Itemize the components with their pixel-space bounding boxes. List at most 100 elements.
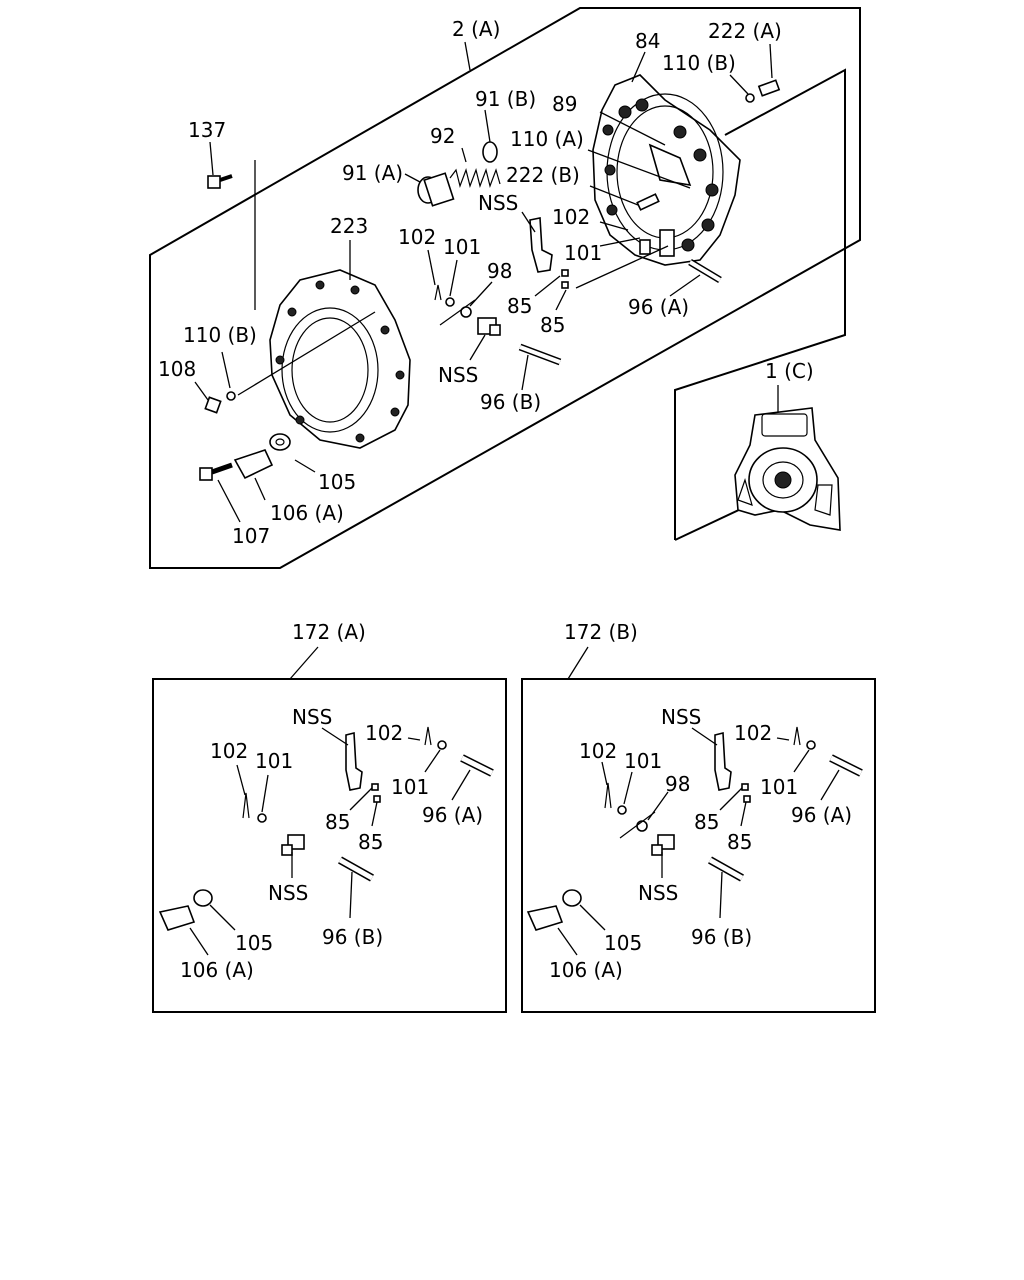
- kit-a-leader-85-b: [371, 801, 378, 827]
- kit-a-label-96b: 96 (B): [322, 925, 383, 949]
- label-101-center: 101: [443, 235, 481, 259]
- nut-108: [204, 396, 222, 414]
- kit-b-lever-nss: [714, 731, 732, 791]
- nut-105: [269, 433, 291, 451]
- kit-b-label-102-left: 102: [579, 739, 617, 763]
- leader-101-right: [599, 237, 641, 247]
- label-96a: 96 (A): [628, 295, 689, 319]
- yoke-nss-lower: [477, 317, 501, 336]
- leader-110b-left: [237, 311, 376, 396]
- kit-a-leader-85-a: [349, 787, 373, 811]
- label-91b: 91 (B): [475, 87, 536, 111]
- kit-b-plate-106a: [526, 905, 564, 931]
- leader-222a: [769, 43, 773, 79]
- kit-b-label-106a: 106 (A): [549, 958, 623, 982]
- label-nss-upper: NSS: [478, 191, 518, 215]
- kit-a-leader-101-left: [261, 774, 269, 813]
- label-96b: 96 (B): [480, 390, 541, 414]
- leader-main: [464, 41, 471, 71]
- leader-kit-a: [289, 646, 319, 680]
- kit-b-pin-85-a: [741, 783, 749, 791]
- leader-89: [599, 111, 666, 146]
- leader-106a: [254, 477, 266, 501]
- washer-101: [445, 297, 455, 307]
- leader-84: [631, 51, 646, 83]
- kit-b-label-105: 105: [604, 931, 642, 955]
- kit-a-label-nss-lower: NSS: [268, 881, 308, 905]
- kit-a-cotter-102-right: [424, 726, 432, 746]
- disc-assembly-label: 1 (C): [765, 359, 814, 383]
- kit-b-pin-96b: [708, 856, 744, 882]
- leader-222b: [589, 185, 639, 206]
- kit-b-spring-98: [619, 811, 656, 839]
- spring-98: [439, 299, 476, 326]
- kit-b-label: 172 (B): [564, 620, 638, 644]
- kit-a-label-102-left: 102: [210, 739, 248, 763]
- label-84: 84: [635, 29, 660, 53]
- pin-96b: [518, 343, 562, 366]
- lever-nss-upper: [529, 217, 553, 273]
- label-108: 108: [158, 357, 196, 381]
- label-102-center: 102: [398, 225, 436, 249]
- leader-nss-upper: [521, 211, 536, 233]
- ring-91b: [482, 141, 498, 163]
- kit-a-leader-102-right: [407, 737, 421, 741]
- kit-b-pin-85-b: [743, 795, 751, 803]
- label-85-a: 85: [507, 294, 532, 318]
- kit-b-leader-102-left: [601, 761, 608, 786]
- label-85-b: 85: [540, 313, 565, 337]
- label-98: 98: [487, 259, 512, 283]
- leader-85-b: [555, 289, 567, 311]
- kit-b-leader-106a: [557, 927, 578, 956]
- label-89: 89: [552, 92, 577, 116]
- kit-a-pin-96a: [460, 754, 494, 777]
- housing-223-drawing: [269, 269, 411, 449]
- leader-102-center: [427, 249, 436, 286]
- pin-85-b: [561, 281, 569, 289]
- kit-b-leader-nss: [691, 727, 718, 746]
- leader-107: [217, 479, 241, 523]
- label-106a: 106 (A): [270, 501, 344, 525]
- leader-102-right: [599, 221, 629, 231]
- kit-b-leader-85-a: [719, 787, 743, 811]
- kit-b-frame: [521, 678, 876, 1013]
- kit-b-leader-101-right: [793, 749, 810, 773]
- label-101-right: 101: [564, 241, 602, 265]
- kit-b-nut-105: [562, 889, 582, 907]
- leader-110a: [587, 149, 691, 189]
- kit-a-leader-106a: [189, 927, 209, 956]
- kit-a-label-85-a: 85: [325, 810, 350, 834]
- pressure-plate-drawing: [592, 74, 741, 266]
- leader-110b-top: [729, 74, 749, 95]
- clutch-disc-drawing: [734, 407, 841, 531]
- disc-frame: [674, 68, 846, 540]
- leader-101-center: [449, 259, 458, 297]
- kit-b-cotter-102-left: [604, 782, 612, 809]
- leader-110b-left-label: [221, 351, 231, 389]
- kit-a-pin-85-b: [373, 795, 381, 803]
- kit-b-label-96b: 96 (B): [691, 925, 752, 949]
- kit-a-cotter-102-left: [242, 792, 250, 819]
- kit-a-leader-102-left: [236, 764, 246, 796]
- leader-91b: [484, 109, 491, 143]
- kit-a-pin-96b: [338, 856, 374, 882]
- kit-b-label-85-a: 85: [694, 810, 719, 834]
- kit-b-leader-98: [647, 791, 669, 821]
- label-107: 107: [232, 524, 270, 548]
- kit-a-label-106a: 106 (A): [180, 958, 254, 982]
- label-92: 92: [430, 124, 455, 148]
- leader-kit-b: [567, 646, 589, 680]
- kit-a-label-101-left: 101: [255, 749, 293, 773]
- kit-b-label-nss-lower: NSS: [638, 881, 678, 905]
- kit-a-washer-101-left: [257, 813, 267, 823]
- kit-a-label-105: 105: [235, 931, 273, 955]
- label-222a: 222 (A): [708, 19, 782, 43]
- bolt-107: [199, 462, 233, 481]
- kit-b-label-101-right: 101: [760, 775, 798, 799]
- kit-b-label-102-right: 102: [734, 721, 772, 745]
- kit-a-leader-nss: [321, 727, 349, 746]
- kit-b-label-98: 98: [665, 772, 690, 796]
- kit-b-leader-102-right: [776, 737, 790, 741]
- kit-b-label-85-b: 85: [727, 830, 752, 854]
- label-223: 223: [330, 214, 368, 238]
